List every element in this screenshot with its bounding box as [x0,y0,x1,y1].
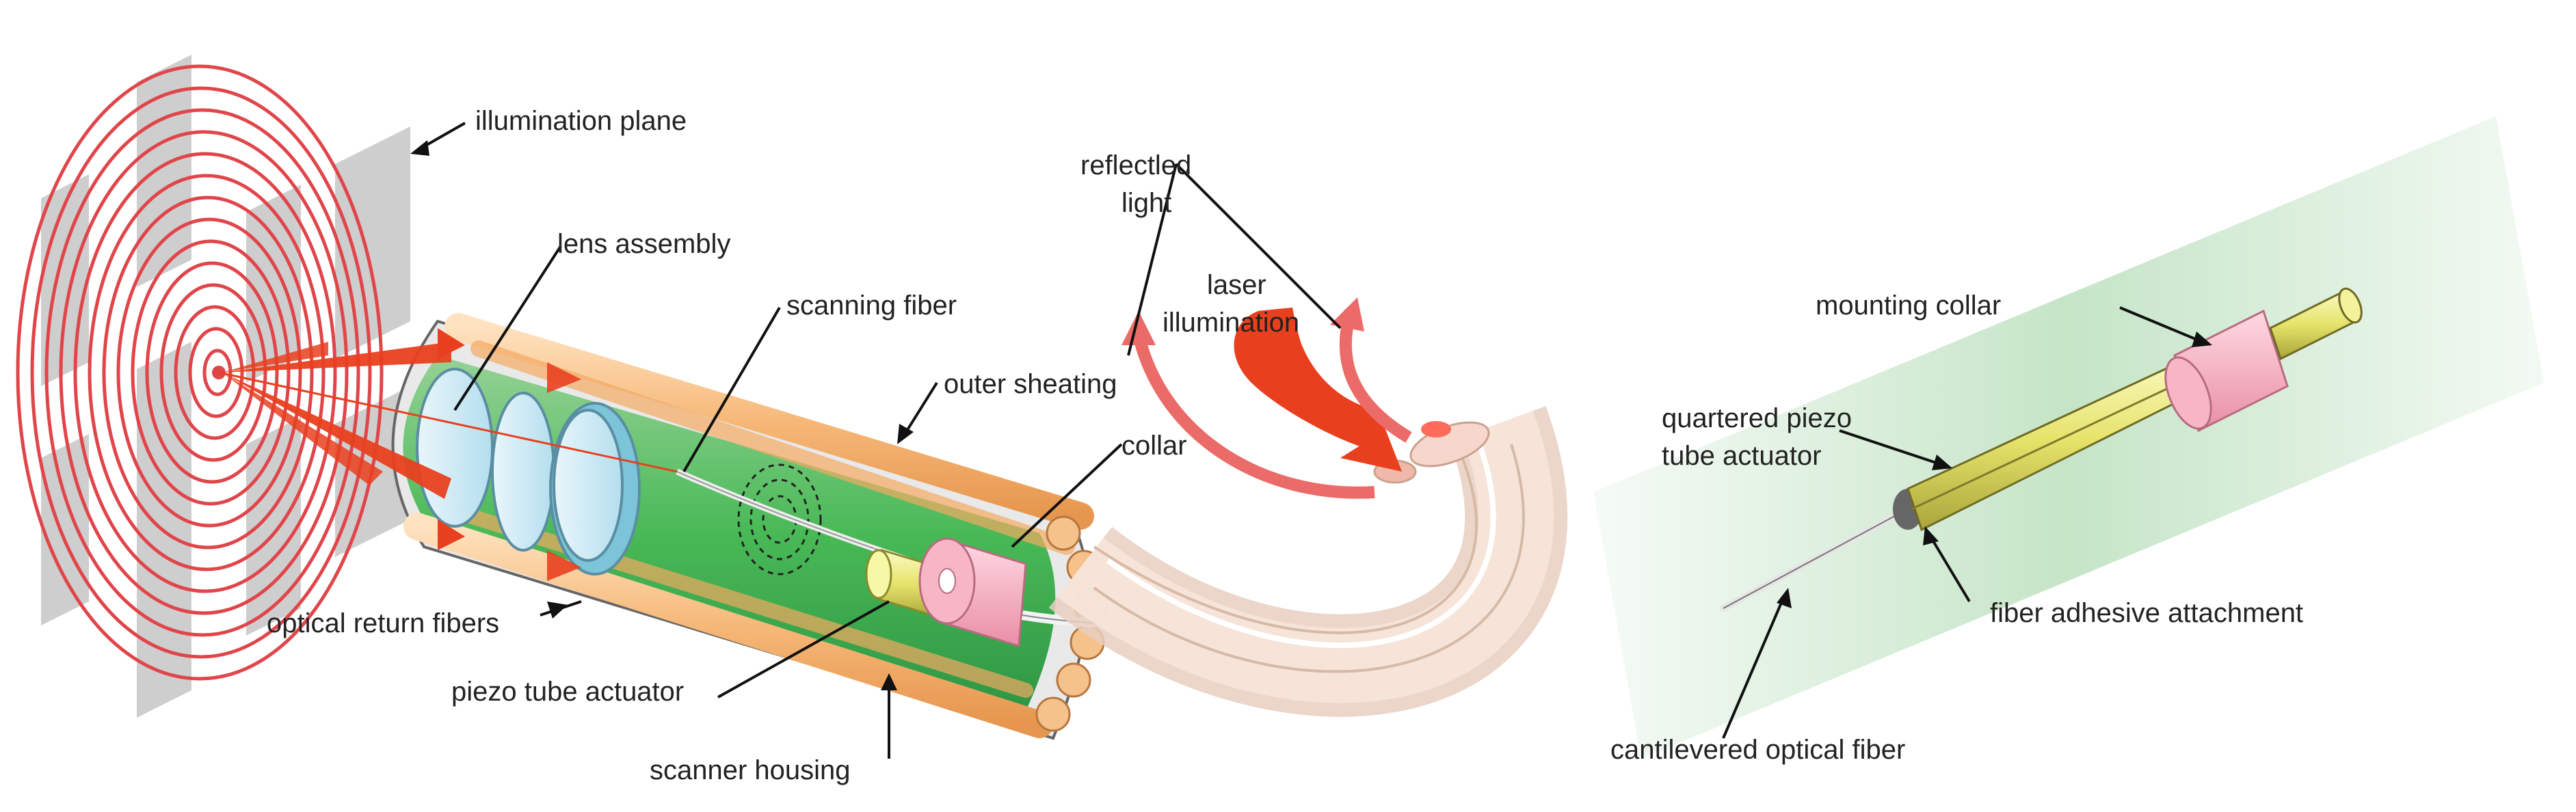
scan-ring [16,64,384,681]
label-laser-line1: laser [1207,270,1266,300]
scan-ring [188,327,244,418]
mounting-collar [2164,309,2289,433]
scan-ring [59,130,349,615]
label-illumination-plane: illumination plane [475,106,687,136]
cantilever-detail [1593,116,2544,759]
labels: illumination plane lens assembly scannin… [267,106,2303,785]
collar [918,537,1027,647]
scan-ring [102,195,314,550]
optical-return-fibers-top [444,313,1094,555]
label-scanning-fiber: scanning fiber [786,290,957,321]
scan-ring [30,86,372,659]
scanner-assembly [391,313,1232,740]
label-piezo-tube-actuator: piezo tube actuator [451,677,684,707]
label-fiber-adhesive-attachment: fiber adhesive attachment [1990,598,2303,628]
illumination-plane [16,55,410,718]
label-laser-line2: illumination [1163,308,1299,338]
scan-ring [174,305,256,440]
scan-ring [88,174,326,571]
laser-illumination-arrow [1234,308,1402,472]
scan-ring [145,261,279,484]
label-mounting-collar: mounting collar [1816,290,2001,321]
label-quartered-piezo-line1: quartered piezo [1662,403,1852,433]
label-outer-sheating: outer sheating [944,369,1117,399]
scan-ring [73,152,337,593]
reflected-light-arrows [1121,297,1412,499]
label-quartered-piezo-line2: tube actuator [1662,441,1822,471]
leader-lines [410,122,2212,759]
scan-ring [202,349,233,396]
illumination-rays [218,328,678,581]
scan-ring [131,239,291,506]
scan-ring [44,108,360,637]
spiral-scan-rings [16,64,384,681]
label-optical-return-fibers: optical return fibers [267,608,499,638]
label-reflected-light-line2: light [1121,188,1171,218]
label-lens-assembly: lens assembly [557,229,730,259]
label-cantilevered-optical-fiber: cantilevered optical fiber [1610,735,1905,765]
label-reflected-light-line1: reflectled [1080,150,1191,180]
label-scanner-housing: scanner housing [650,755,851,785]
scan-ring [159,283,267,462]
label-collar: collar [1121,431,1187,461]
scan-ring [116,217,302,528]
